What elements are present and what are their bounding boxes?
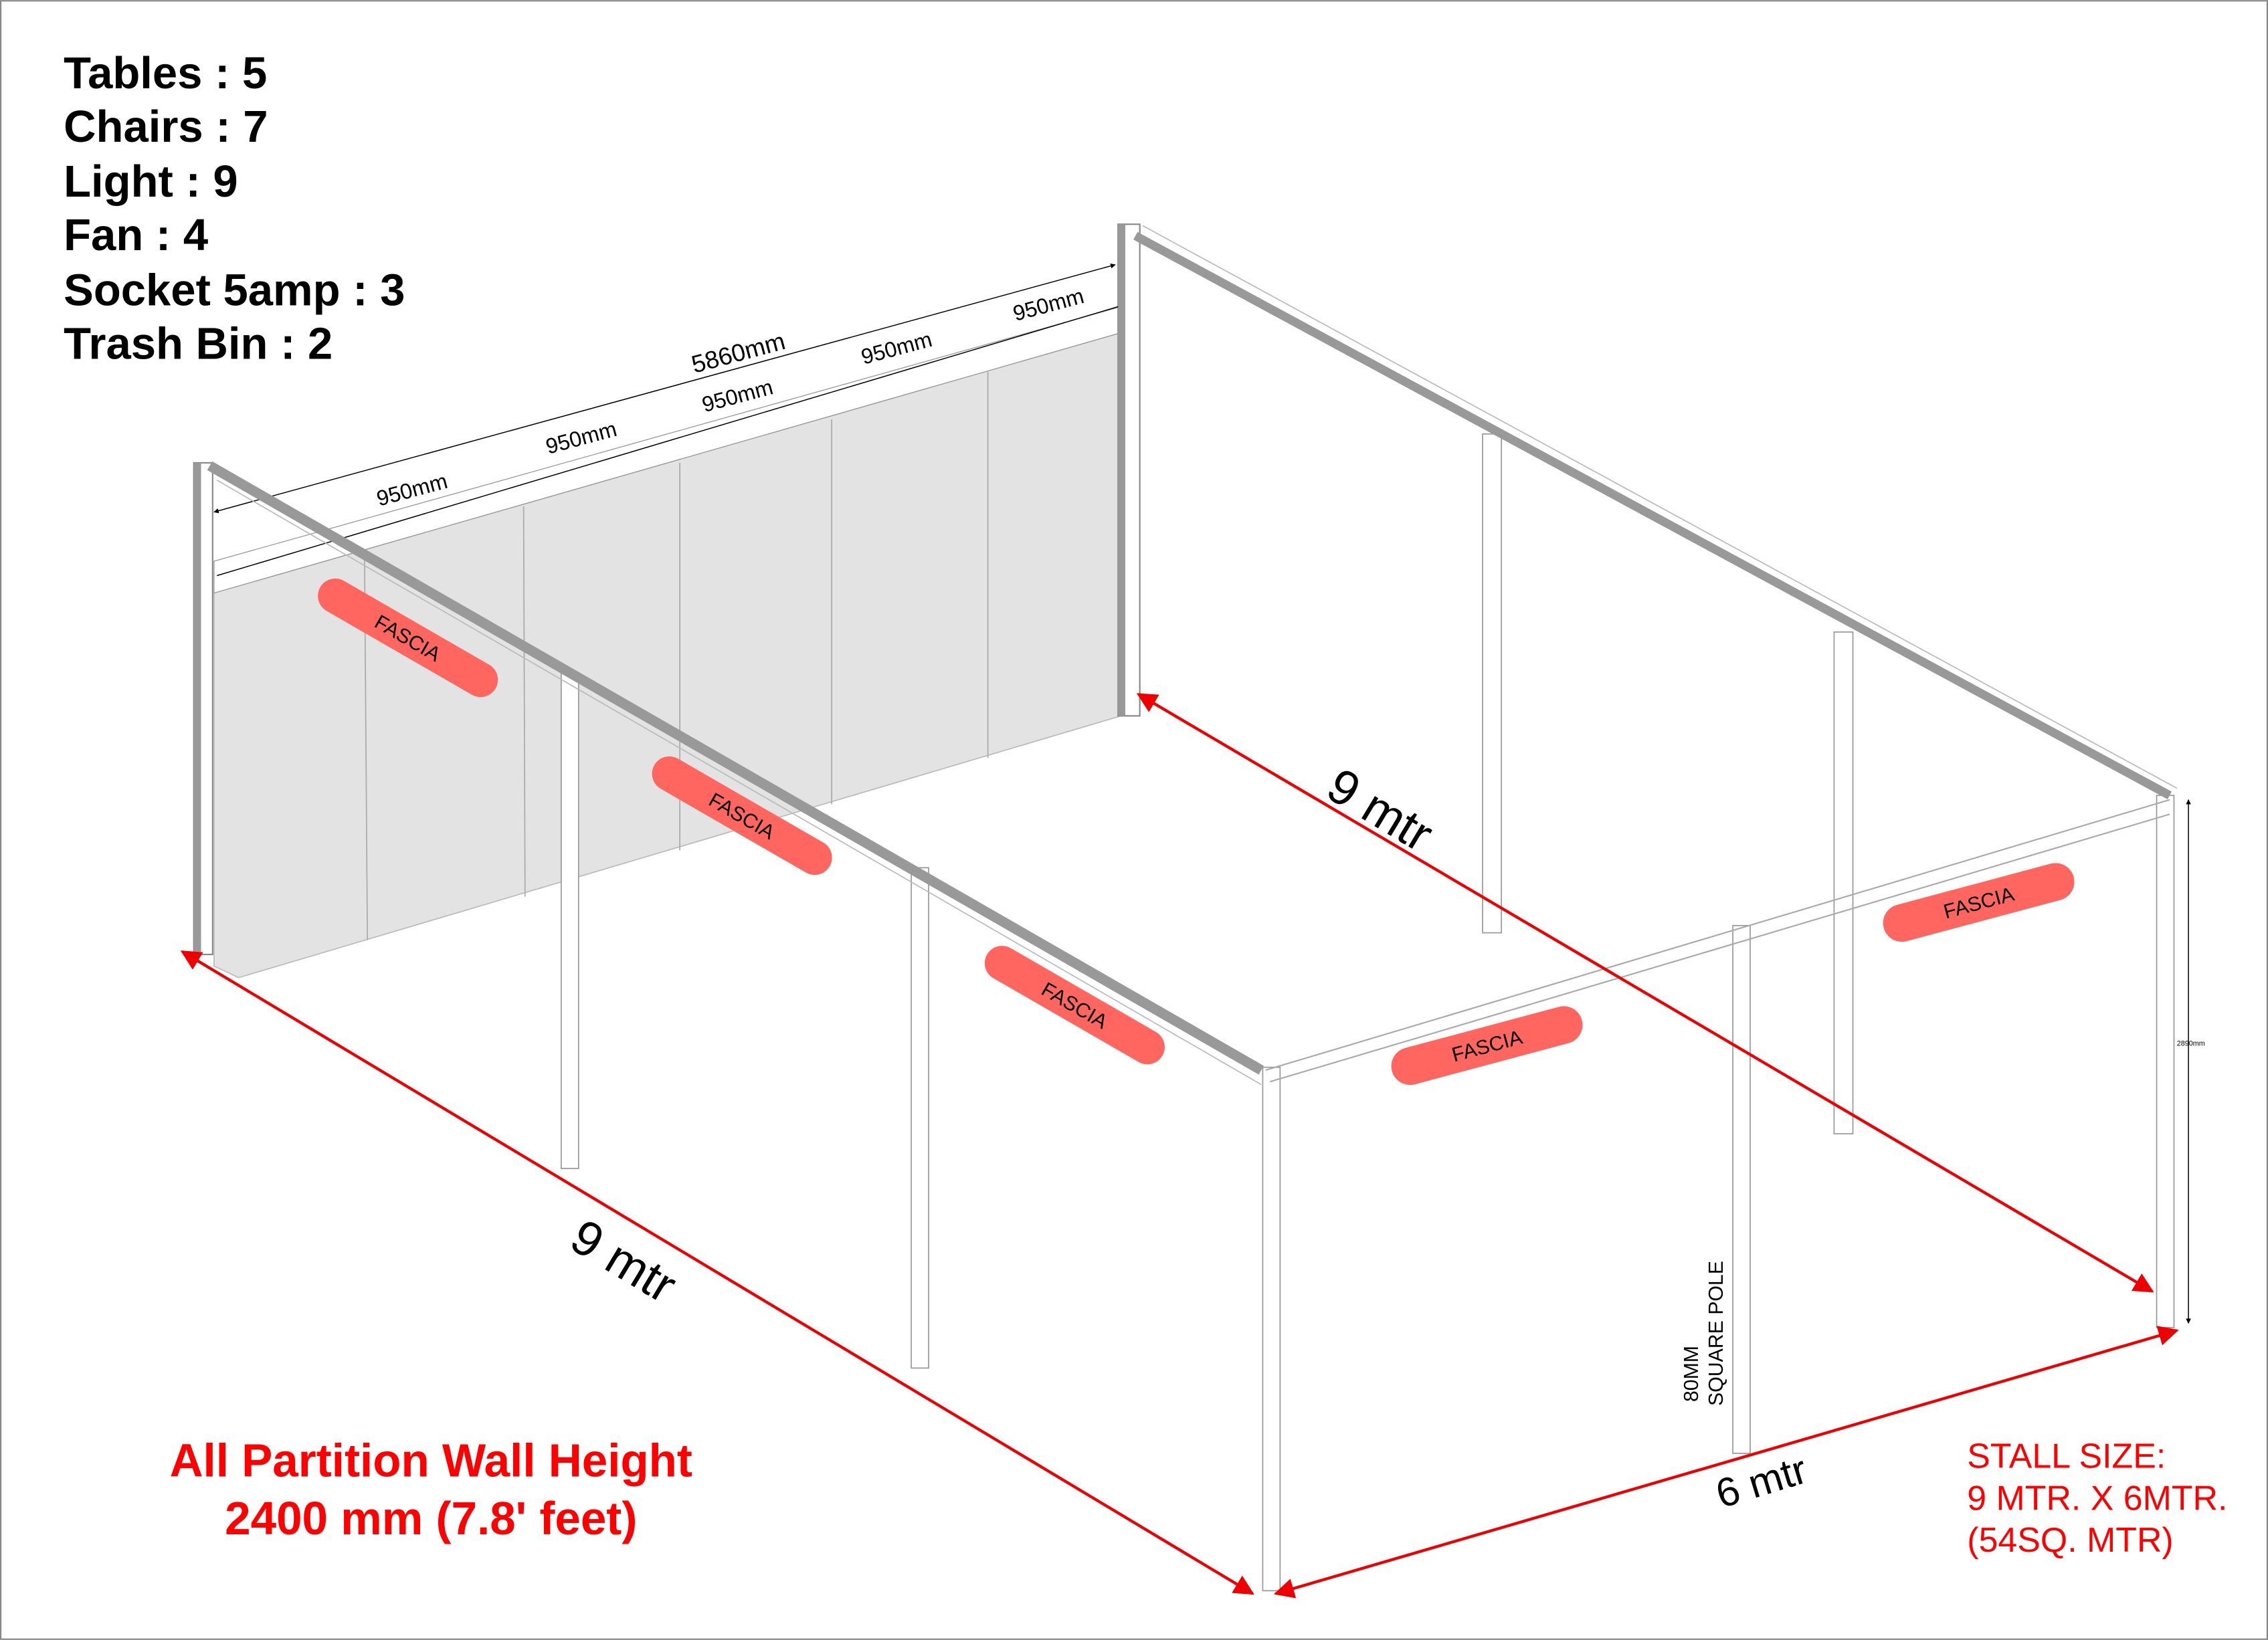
svg-text:9 MTR. X 6MTR.: 9 MTR. X 6MTR. [1967, 1478, 2227, 1517]
svg-text:(54SQ. MTR): (54SQ. MTR) [1967, 1520, 2173, 1559]
inventory-tables: Tables : 5 [64, 48, 267, 98]
dimension-lines [213, 263, 2191, 1324]
pole [560, 672, 579, 1169]
svg-text:STALL SIZE:: STALL SIZE: [1967, 1437, 2166, 1475]
pole [2156, 795, 2175, 1328]
pole [1833, 631, 1854, 1135]
inventory-socket: Socket 5amp : 3 [64, 265, 405, 315]
inventory-trash-bin: Trash Bin : 2 [64, 318, 333, 369]
pole [1732, 924, 1751, 1454]
inventory-light: Light : 9 [64, 157, 238, 207]
inventory-list: Tables : 5 Chairs : 7 Light : 9 Fan : 4 … [64, 48, 405, 369]
stall-size-note: STALL SIZE: 9 MTR. X 6MTR. (54SQ. MTR) [1967, 1437, 2227, 1559]
svg-text:All Partition Wall Height: All Partition Wall Height [170, 1435, 692, 1487]
svg-text:2400 mm (7.8' feet): 2400 mm (7.8' feet) [225, 1492, 637, 1544]
measurement-arrows [180, 693, 2179, 1599]
pole-label: 80MM SQUARE POLE [1681, 1261, 1727, 1406]
inventory-chairs: Chairs : 7 [64, 102, 268, 152]
svg-text:80MM: 80MM [1681, 1346, 1703, 1402]
wall-height-note: All Partition Wall Height 2400 mm (7.8' … [170, 1435, 692, 1544]
inventory-fan: Fan : 4 [64, 210, 208, 260]
pole [911, 867, 929, 1369]
dim-height: 2890mm [2177, 1039, 2205, 1047]
svg-text:SQUARE POLE: SQUARE POLE [1705, 1261, 1727, 1406]
pole [1482, 433, 1503, 934]
pole [1262, 1066, 1281, 1592]
